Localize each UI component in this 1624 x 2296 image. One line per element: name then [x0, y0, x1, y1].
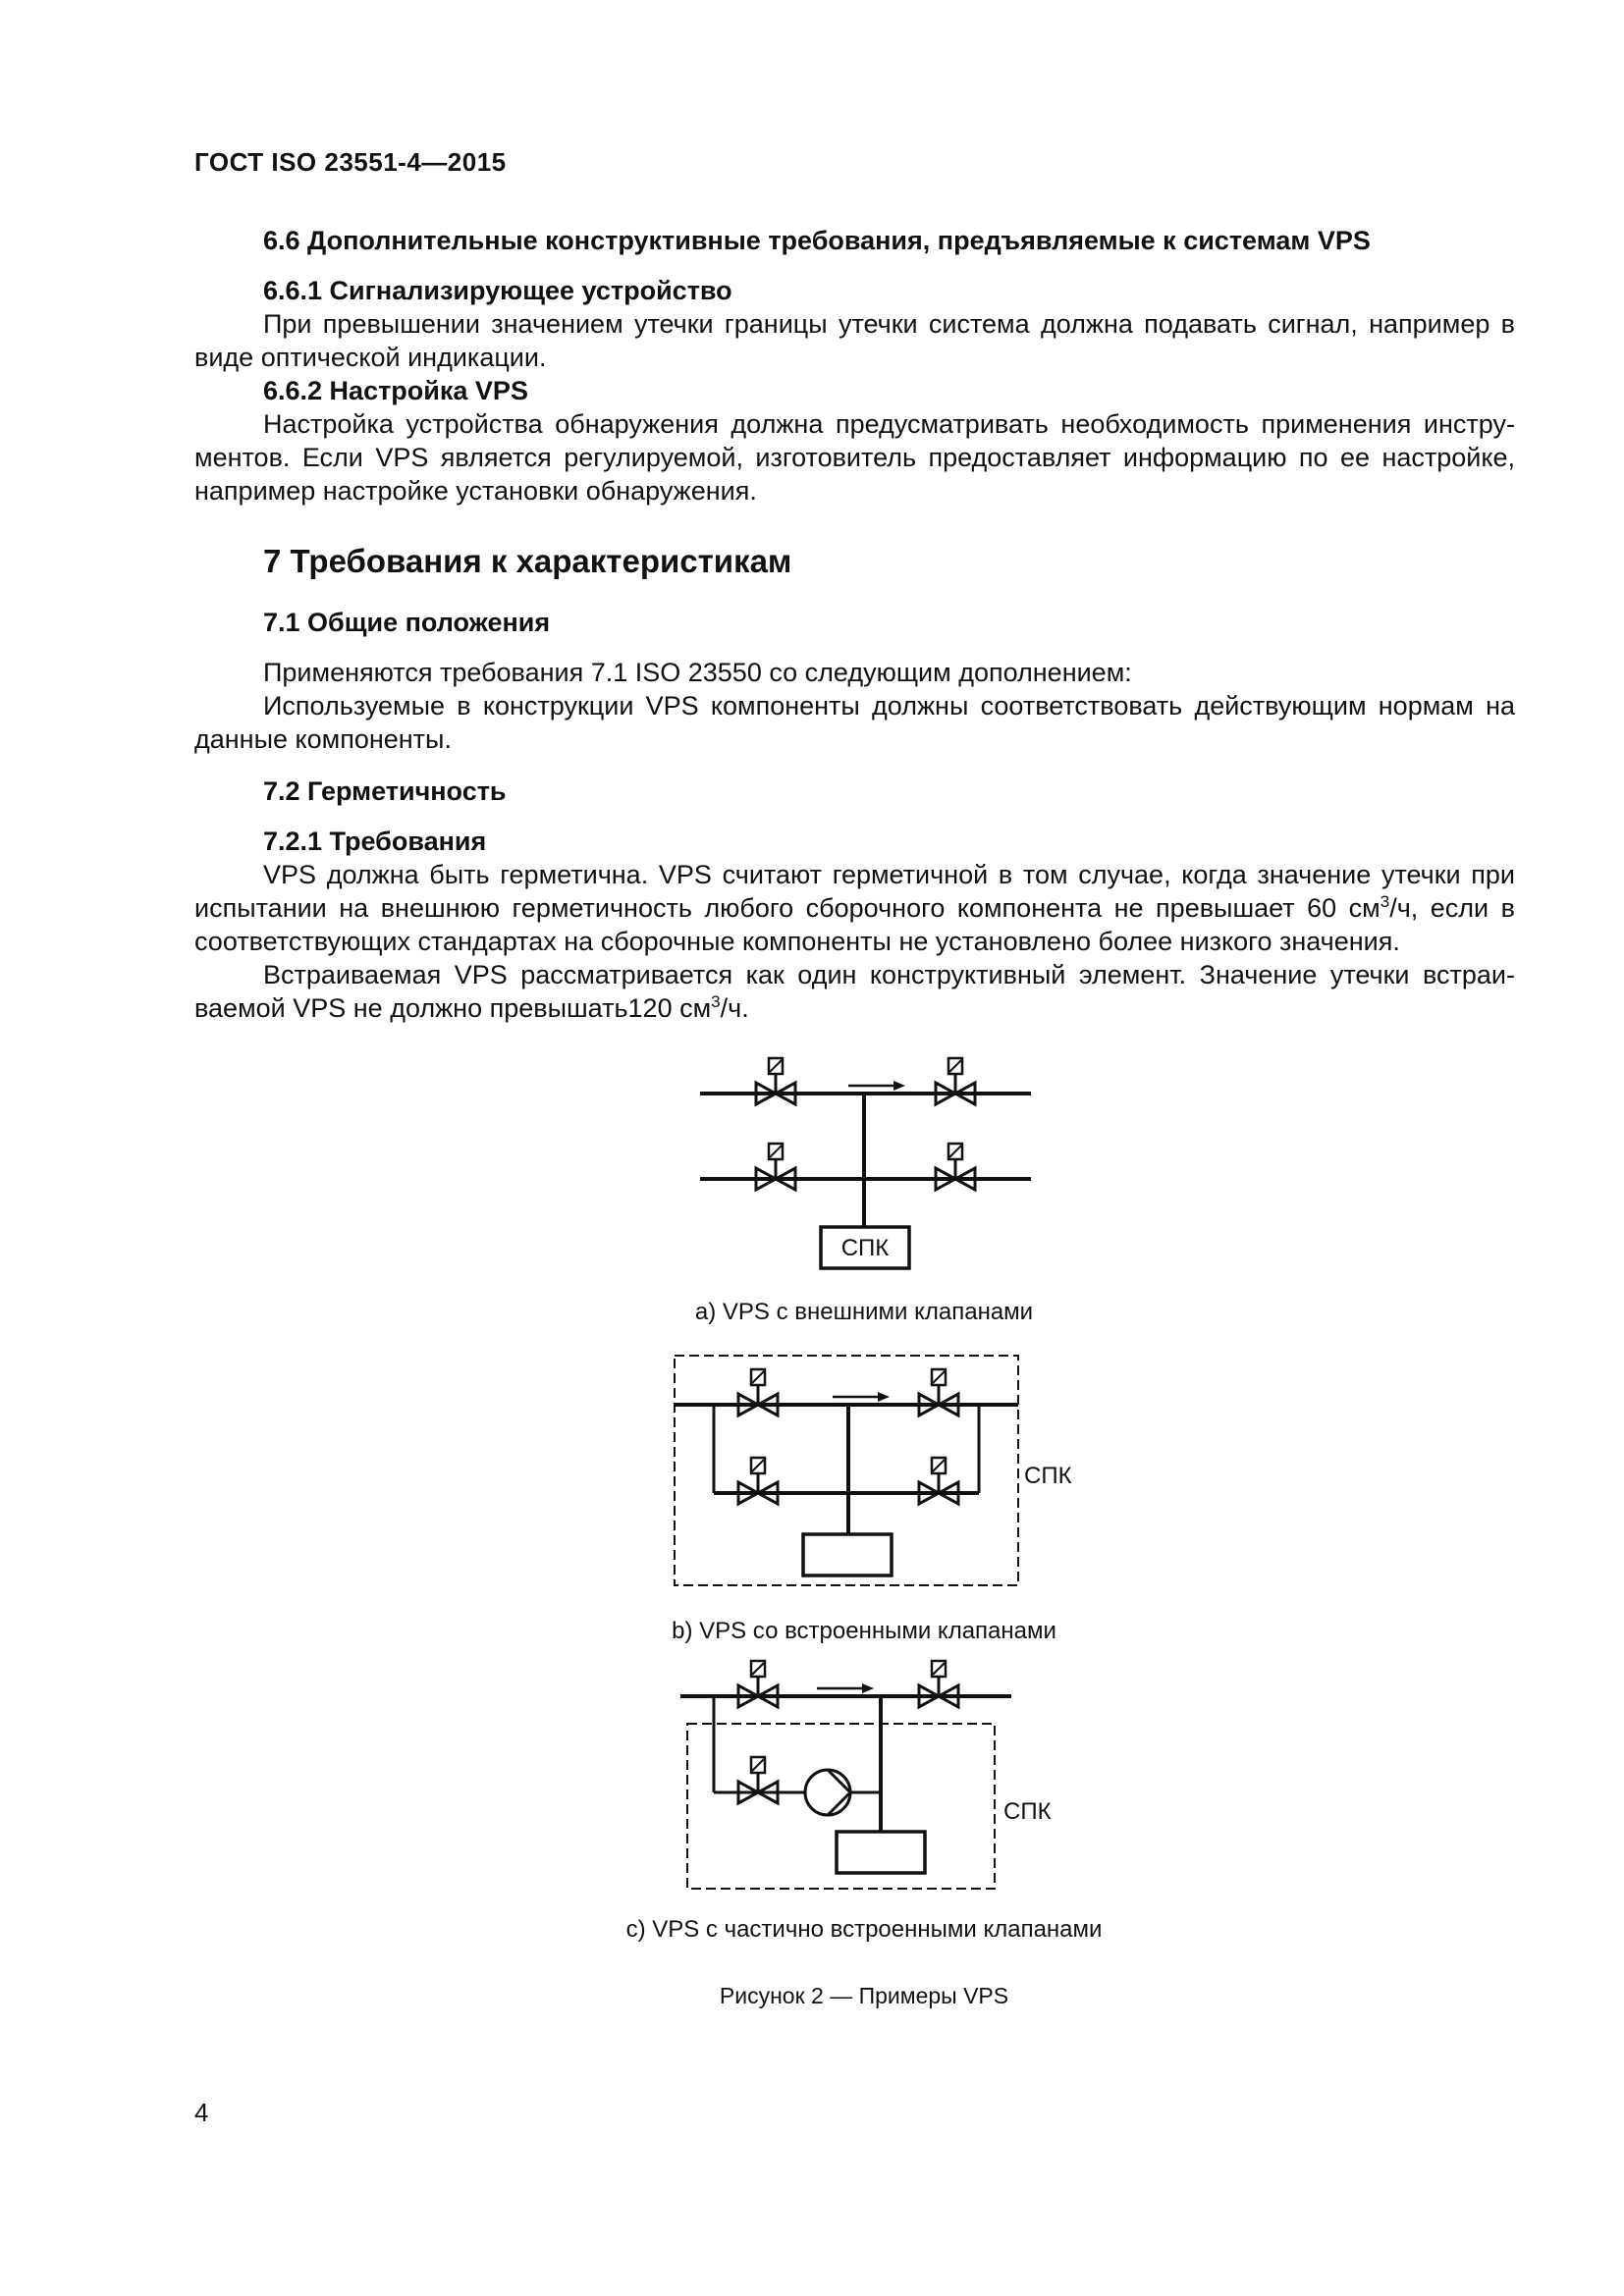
document-header: ГОСТ ISO 23551-4—2015 [194, 147, 507, 177]
flow-arrow-icon [846, 1079, 907, 1093]
diagram-c: СПК [680, 1659, 1052, 1890]
caption-b: b) VPS со встроенными клапанами [672, 1618, 1056, 1644]
diagram-b: СПК [674, 1355, 1072, 1586]
valve-icon [736, 1367, 780, 1417]
section-7-2-1-heading: 7.2.1 Требования [263, 827, 487, 856]
boundary-box [686, 1723, 996, 1890]
valve-icon [917, 1659, 960, 1709]
caption-c: c) VPS с частично встроенными клапанами [625, 1916, 1103, 1943]
valve-icon [736, 1456, 780, 1506]
section-6-6-1-text: При превышении значением утечки границы … [194, 309, 1515, 372]
section-7-2-1-text-1: VPS должна быть герметична. VPS считают … [194, 860, 1515, 956]
section-6-6-heading: 6.6 Дополнительные конструктивные требов… [263, 226, 1371, 255]
section-7-2-heading: 7.2 Герметичность [263, 776, 507, 806]
section-7-1-heading: 7.1 Общие положения [263, 608, 551, 637]
diagram-a: СПК [700, 1056, 1031, 1270]
box-label: СПК [841, 1235, 890, 1261]
section-7-2-1-text-2: Встраиваемая VPS рассматривается как оди… [194, 960, 1515, 1023]
section-6-6-1-heading: 6.6.1 Сигнализирующее устройство [263, 276, 732, 305]
valve-icon [754, 1142, 797, 1192]
valve-icon [917, 1367, 960, 1417]
caption-a: a) VPS с внешними клапанами [694, 1299, 1034, 1325]
section-7-1-text-1: Применяются требования 7.1 ISO 23550 со … [263, 658, 1132, 687]
section-6-6-2-heading: 6.6.2 Настройка VPS [263, 376, 528, 405]
valve-icon [934, 1056, 977, 1106]
valve-icon [917, 1456, 960, 1506]
boundary-box [674, 1355, 1019, 1586]
control-box [835, 1830, 927, 1875]
flow-arrow-icon [831, 1390, 892, 1404]
figure-title: Рисунок 2 — Примеры VPS [719, 1983, 1009, 2008]
valve-icon [736, 1755, 780, 1805]
pump-icon [803, 1768, 853, 1817]
valve-icon [934, 1142, 977, 1192]
section-6-6-2-text: Настройка устройства обнаружения должна … [194, 409, 1515, 506]
flow-arrow-icon [815, 1682, 876, 1695]
control-box [819, 1225, 911, 1270]
box-label: СПК [1024, 1463, 1072, 1489]
section-7-heading: 7 Требования к характеристикам [263, 543, 792, 579]
page-number: 4 [194, 2098, 209, 2127]
valve-icon [736, 1659, 780, 1709]
box-label: СПК [1003, 1798, 1052, 1825]
control-box [801, 1532, 893, 1577]
valve-icon [754, 1056, 797, 1106]
section-7-1-text-2: Используемые в конструкции VPS компонент… [194, 691, 1515, 754]
